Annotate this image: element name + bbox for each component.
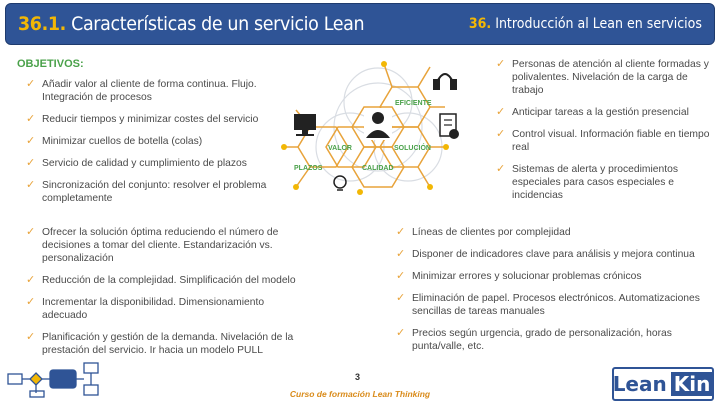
check-icon: ✓ <box>26 157 36 169</box>
check-icon: ✓ <box>396 270 406 282</box>
check-icon: ✓ <box>496 106 506 118</box>
lean-service-diagram: EFICIENTE VALOR SOLUCIÓN PLAZOS CALIDAD <box>280 52 490 207</box>
check-icon: ✓ <box>26 274 36 286</box>
list-item: ✓Sincronización del conjunto: resolver e… <box>26 179 267 204</box>
list-item: ✓Minimizar errores y solucionar problema… <box>396 270 642 282</box>
process-flow-graphic <box>7 362 99 398</box>
chapter-title: 36. Introducción al Lean en servicios <box>469 16 702 32</box>
label-solucion: SOLUCIÓN <box>394 143 431 152</box>
label-eficiente: EFICIENTE <box>395 100 432 107</box>
label-calidad: CALIDAD <box>362 165 394 172</box>
page-number: 3 <box>355 372 361 382</box>
clipboard-icon <box>439 113 459 139</box>
lightbulb-icon <box>333 175 347 191</box>
list-item: ✓Líneas de clientes por complejidad <box>396 226 571 238</box>
list-item: ✓Control visual. Información fiable en t… <box>496 128 710 153</box>
check-icon: ✓ <box>26 179 36 191</box>
headset-icon <box>433 73 457 90</box>
hexagon-network <box>284 63 446 188</box>
list-item: ✓Reducir tiempos y minimizar costes del … <box>26 113 259 125</box>
check-icon: ✓ <box>396 292 406 304</box>
list-item: ✓Personas de atención al cliente formada… <box>496 58 709 96</box>
logo-part-kin: Kin <box>670 372 714 396</box>
check-icon: ✓ <box>26 226 36 238</box>
computer-icon <box>294 114 316 136</box>
list-item: ✓Reducción de la complejidad. Simplifica… <box>26 274 296 286</box>
label-plazos: PLAZOS <box>294 165 323 172</box>
section-title: Características de un servicio Lean <box>71 13 365 35</box>
list-item: ✓Anticipar tareas a la gestión presencia… <box>496 106 689 118</box>
list-item: ✓Añadir valor al cliente de forma contin… <box>26 78 257 103</box>
person-icon <box>364 108 392 140</box>
objectives-list-continued: ✓Ofrecer la solución óptima reduciendo e… <box>26 226 296 366</box>
chapter-name: Introducción al Lean en servicios <box>495 16 702 32</box>
connector-dots <box>281 61 449 195</box>
list-item: ✓Planificación y gestión de la demanda. … <box>26 331 294 356</box>
list-item: ✓Eliminación de papel. Procesos electrón… <box>396 292 700 317</box>
objectives-list: ✓Añadir valor al cliente de forma contin… <box>26 78 288 214</box>
section-number: 36.1. <box>18 13 66 35</box>
check-icon: ✓ <box>26 78 36 90</box>
course-footer: Curso de formación Lean Thinking <box>289 389 431 399</box>
objectives-heading: OBJETIVOS: <box>17 58 84 70</box>
check-icon: ✓ <box>26 331 36 343</box>
hexagon-diagram-svg: EFICIENTE VALOR SOLUCIÓN PLAZOS CALIDAD <box>281 61 459 195</box>
list-item: ✓Servicio de calidad y cumplimiento de p… <box>26 157 247 169</box>
check-icon: ✓ <box>496 128 506 140</box>
check-icon: ✓ <box>26 135 36 147</box>
label-valor: VALOR <box>328 145 352 152</box>
title-bar: 36.1. Características de un servicio Lea… <box>5 3 715 45</box>
list-item: ✓Minimizar cuellos de botella (colas) <box>26 135 203 147</box>
right-list-bottom: ✓Líneas de clientes por complejidad ✓Dis… <box>396 226 712 362</box>
check-icon: ✓ <box>26 113 36 125</box>
check-icon: ✓ <box>396 226 406 238</box>
logo-part-lean: Lean <box>612 372 667 396</box>
list-item: ✓Disponer de indicadores clave para anál… <box>396 248 695 260</box>
list-item: ✓Ofrecer la solución óptima reduciendo e… <box>26 226 279 264</box>
check-icon: ✓ <box>496 163 506 175</box>
check-icon: ✓ <box>496 58 506 70</box>
list-item: ✓Sistemas de alerta y procedimientos esp… <box>496 163 678 201</box>
check-icon: ✓ <box>396 327 406 339</box>
list-item: ✓Incrementar la disponibilidad. Dimensio… <box>26 296 265 321</box>
check-icon: ✓ <box>26 296 36 308</box>
right-list: ✓Personas de atención al cliente formada… <box>496 58 710 211</box>
list-item: ✓Precios según urgencia, grado de person… <box>396 327 672 352</box>
chapter-number: 36. <box>468 16 492 32</box>
slide-title: 36.1. Características de un servicio Lea… <box>18 13 365 35</box>
check-icon: ✓ <box>396 248 406 260</box>
